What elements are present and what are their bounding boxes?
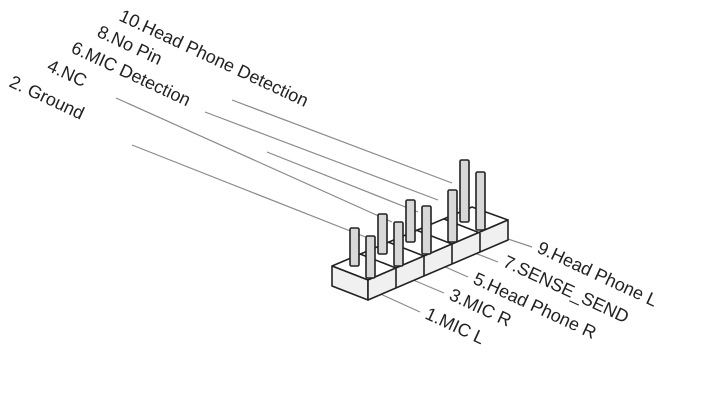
header-housing [331,206,509,301]
leader-line-pin4 [115,97,393,223]
pin-10 [459,159,470,223]
housing-dividers [359,218,481,269]
pin-9 [475,171,486,231]
back-row-pins [349,159,470,267]
leader-line-pin8 [204,111,439,201]
labels-top: 10.Head Phone Detection 8.No Pin 6.MIC D… [6,5,311,123]
front-row-pins [365,171,486,279]
pin-3 [393,221,404,267]
pin-2 [349,227,360,267]
leader-line-pin10 [231,99,453,184]
pin-5 [421,205,432,255]
leader-lines-top [115,97,453,239]
leader-line-pin6 [266,151,419,213]
pin-7 [447,189,458,243]
housing-side-face [367,219,509,301]
housing-side-dividers [395,233,481,288]
pin-1 [365,235,376,279]
audio-header-connector [331,159,509,301]
leader-line-pin2 [131,144,369,239]
pin-4 [377,213,388,255]
leader-line-pin1 [375,291,421,313]
pin-6 [405,199,416,243]
